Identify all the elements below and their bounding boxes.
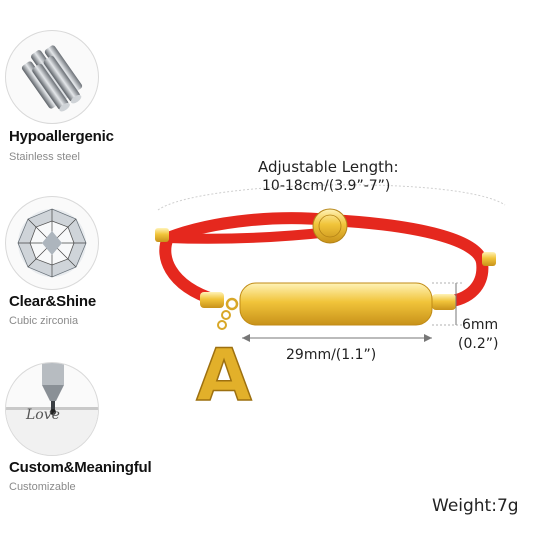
- cord-end-left: [155, 228, 169, 242]
- feature-title-custom: Custom&Meaningful: [9, 459, 152, 476]
- plate-height-mm: 6mm: [462, 317, 499, 333]
- length-value: 10-18cm/(3.9”-7”): [262, 178, 391, 194]
- feature-subtitle-stainless: Stainless steel: [9, 151, 80, 163]
- engraving-feature-circle: Love: [5, 362, 99, 456]
- feature-title-clear-shine: Clear&Shine: [9, 293, 96, 310]
- zirconia-feature-circle: [5, 196, 99, 290]
- name-plate: [239, 282, 433, 326]
- slider-bead: [312, 208, 348, 244]
- cord-end-right: [482, 252, 496, 266]
- letter-charm: A: [195, 332, 253, 418]
- cord-cap-right: [432, 294, 456, 310]
- feature-title-hypoallergenic: Hypoallergenic: [9, 128, 114, 145]
- engraving-icon: [6, 363, 98, 455]
- diamond-icon: [17, 208, 87, 278]
- feature-subtitle-customizable: Customizable: [9, 481, 76, 493]
- pendant-letter: A: [196, 333, 252, 417]
- steel-rods-icon: [21, 45, 83, 112]
- plate-length-label: 29mm/(1.1”): [286, 347, 377, 363]
- steel-feature-circle: [5, 30, 99, 124]
- engraving-sample-text: Love: [26, 407, 60, 423]
- feature-subtitle-zirconia: Cubic zirconia: [9, 315, 79, 327]
- length-guide-arc: [157, 184, 506, 211]
- weight-label: Weight:7g: [432, 496, 519, 516]
- length-label: Adjustable Length:: [258, 158, 399, 176]
- plate-height-in: (0.2”): [458, 336, 499, 352]
- cord-cap-left: [200, 292, 224, 308]
